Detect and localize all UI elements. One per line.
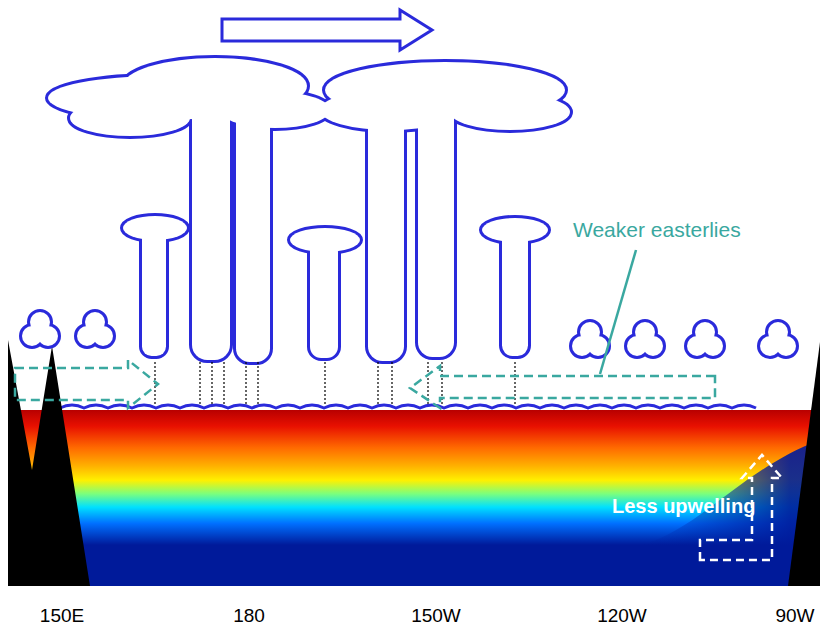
- cloud-part: [368, 95, 404, 361]
- cloud-part: [310, 240, 338, 358]
- east-landmass: [788, 342, 820, 586]
- cloud-part: [236, 100, 270, 362]
- rain-line: [257, 362, 258, 404]
- longitude-label: 120W: [597, 606, 647, 627]
- cloud-part: [142, 228, 166, 356]
- rain-lines: [155, 362, 515, 404]
- cloud-part: [38, 326, 58, 346]
- rain-line: [391, 362, 392, 404]
- cloud-part: [643, 336, 663, 356]
- cloud-part: [310, 240, 338, 358]
- shallow-thermocline: [640, 440, 820, 545]
- cloud-part: [192, 90, 230, 360]
- cloud-part: [450, 94, 570, 130]
- sea-surface: [60, 405, 756, 408]
- cloud-part: [192, 90, 230, 360]
- rain-line: [223, 362, 224, 404]
- cloud-part: [418, 95, 454, 357]
- warm-layer: [10, 410, 820, 545]
- wind-arrow: [410, 366, 715, 408]
- upwelling-label: Less upwelling: [612, 495, 755, 517]
- cloud-part: [418, 95, 454, 357]
- rain-line: [199, 362, 200, 404]
- leader-line: [600, 250, 636, 374]
- cloud-part: [776, 336, 796, 356]
- rain-line: [427, 362, 428, 404]
- eastward-shift-arrow: [222, 10, 432, 50]
- cloud-part: [776, 336, 796, 356]
- cloud-part: [70, 100, 190, 136]
- west-landmass: [8, 340, 90, 586]
- cloud-part: [142, 228, 166, 356]
- cloud-part: [703, 336, 723, 356]
- longitude-label: 90W: [775, 606, 814, 627]
- cloud-part: [502, 230, 528, 356]
- rain-line: [324, 362, 325, 404]
- wind-label: Weaker easterlies: [573, 218, 741, 241]
- cloud-part: [93, 326, 113, 346]
- rain-line: [211, 362, 212, 404]
- rain-line: [377, 362, 378, 404]
- longitude-label: 150E: [40, 606, 84, 627]
- cloud-part: [38, 326, 58, 346]
- deep-ocean: [10, 410, 820, 586]
- cloud-part: [643, 336, 663, 356]
- cloud-part: [368, 95, 404, 361]
- cloud-part: [93, 326, 113, 346]
- rain-line: [245, 362, 246, 404]
- convective-clouds: [22, 58, 796, 362]
- cloud-part: [70, 100, 190, 136]
- longitude-label: 180: [233, 606, 265, 627]
- wind-arrow: [15, 360, 158, 408]
- cloud-part: [450, 94, 570, 130]
- longitude-label: 150W: [411, 606, 461, 627]
- cloud-part: [236, 100, 270, 362]
- cloud-part: [703, 336, 723, 356]
- cloud-part: [502, 230, 528, 356]
